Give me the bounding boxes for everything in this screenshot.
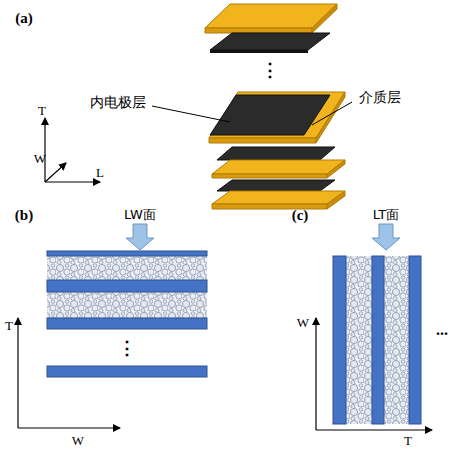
bottom-plates [212, 147, 345, 209]
ellipsis: ... [436, 322, 448, 338]
view-label: LW面 [124, 208, 156, 221]
axis-label: L [96, 166, 104, 179]
view-arrow [372, 224, 400, 250]
axis-label: W [72, 434, 84, 447]
leader-line [152, 106, 230, 122]
callout-label: 介质层 [359, 90, 401, 104]
ellipsis: ⋮ [118, 339, 136, 357]
lt-section [333, 256, 421, 424]
panel-letter: (a) [15, 11, 33, 26]
view-arrow [126, 224, 154, 250]
axis-label: T [404, 434, 412, 447]
axes-c [316, 318, 432, 430]
callout-label: 内电极层 [90, 95, 146, 109]
axes-b [18, 318, 120, 428]
lw-section [47, 251, 207, 377]
axis-label: W [34, 152, 46, 165]
leader-line [312, 102, 352, 125]
view-label: LT面 [373, 208, 399, 221]
panel-letter: (c) [292, 208, 309, 223]
ellipsis: ⋮ [261, 61, 279, 79]
panel-letter: (b) [15, 208, 33, 223]
top-plates [205, 4, 337, 53]
axis-label: T [5, 319, 13, 332]
axis-label: W [297, 316, 309, 329]
axes-a [45, 118, 100, 182]
axis-label: T [38, 104, 46, 117]
